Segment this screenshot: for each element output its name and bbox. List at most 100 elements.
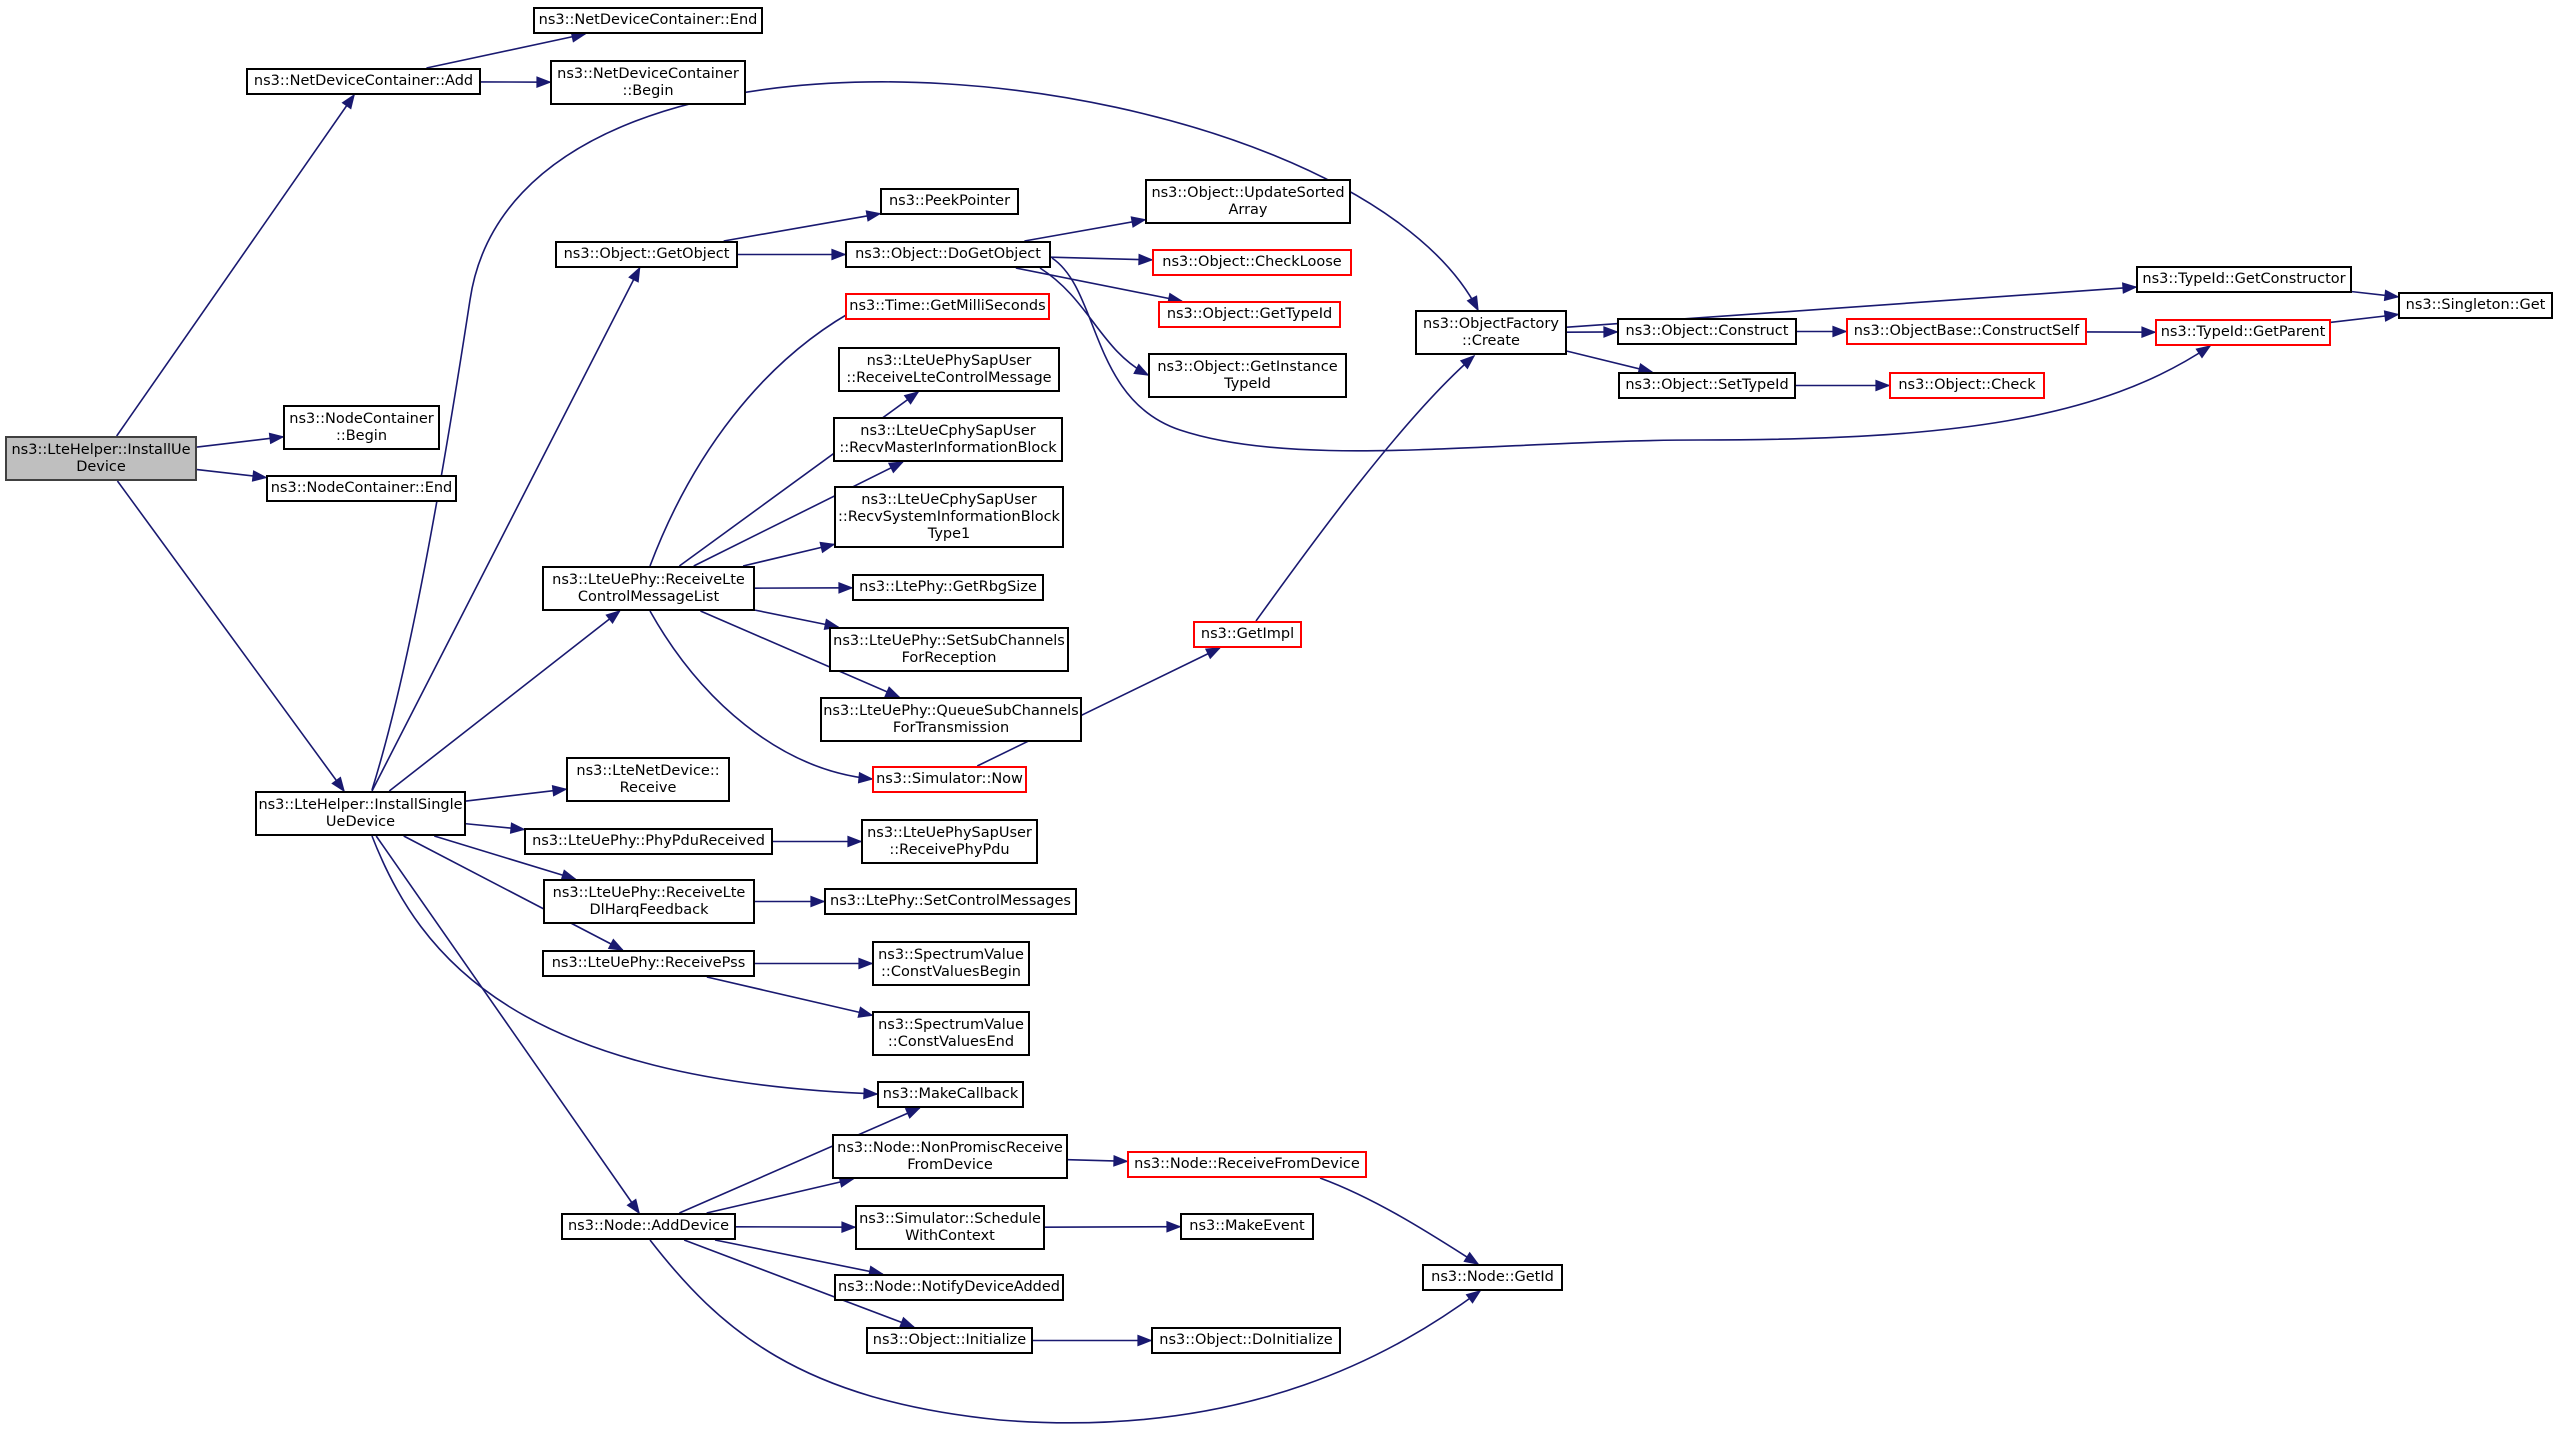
- node-get-parent[interactable]: ns3::TypeId::GetParent: [2155, 319, 2331, 346]
- node-set-sub-rx[interactable]: ns3::LteUePhy::SetSubChannels ForRecepti…: [829, 627, 1069, 672]
- node-obj-initialize[interactable]: ns3::Object::Initialize: [866, 1327, 1033, 1354]
- edge-obj-factory-create-to-set-type-id: [1566, 350, 1653, 373]
- edge-install-single-to-lte-net-recv: [465, 788, 567, 802]
- node-rbg-size[interactable]: ns3::LtePhy::GetRbgSize: [852, 574, 1044, 601]
- node-obj-base-construct-self[interactable]: ns3::ObjectBase::ConstructSelf: [1846, 318, 2087, 345]
- edge-install-single-to-obj-factory-create: [371, 81, 1479, 791]
- node-const-values-begin[interactable]: ns3::SpectrumValue ::ConstValuesBegin: [872, 941, 1030, 986]
- edge-recv-ctrl-list-to-recv-sib-arrowhead: [819, 541, 836, 554]
- node-ndc-begin[interactable]: ns3::NetDeviceContainer ::Begin: [550, 60, 746, 105]
- node-non-promisc[interactable]: ns3::Node::NonPromiscReceive FromDevice: [832, 1134, 1068, 1179]
- node-make-callback[interactable]: ns3::MakeCallback: [877, 1081, 1024, 1108]
- node-nc-end[interactable]: ns3::NodeContainer::End: [266, 475, 457, 502]
- node-schedule-with-ctx[interactable]: ns3::Simulator::Schedule WithContext: [855, 1205, 1045, 1250]
- edge-obj-base-construct-self-to-get-parent-arrowhead: [2141, 326, 2157, 339]
- edge-get-impl-to-obj-factory-create: [1255, 355, 1475, 622]
- edge-get-object-to-peek-pointer-arrowhead: [865, 210, 882, 222]
- node-do-get-object[interactable]: ns3::Object::DoGetObject: [845, 241, 1051, 268]
- node-phy-pdu-received[interactable]: ns3::LteUePhy::PhyPduReceived: [524, 828, 773, 855]
- node-install-ue: ns3::LteHelper::InstallUe Device: [5, 436, 197, 481]
- edge-node-add-device-to-make-callback-arrowhead: [904, 1107, 922, 1119]
- edge-install-ue-to-ndc-add-arrowhead: [341, 93, 356, 110]
- node-receive-from-device[interactable]: ns3::Node::ReceiveFromDevice: [1127, 1151, 1367, 1178]
- edge-schedule-with-ctx-to-make-event-arrowhead: [1166, 1220, 1182, 1233]
- edge-install-ue-to-nc-begin-arrowhead: [268, 432, 285, 445]
- node-receive-pss[interactable]: ns3::LteUePhy::ReceivePss: [542, 950, 755, 977]
- edge-do-get-object-to-get-parent-arrowhead: [2195, 345, 2212, 359]
- node-get-instance-type-id[interactable]: ns3::Object::GetInstance TypeId: [1148, 353, 1347, 398]
- edge-install-single-to-lte-net-recv-arrowhead: [551, 784, 568, 797]
- node-get-object[interactable]: ns3::Object::GetObject: [555, 241, 738, 268]
- edge-get-object-to-do-get-object-arrowhead: [831, 248, 847, 261]
- edge-sim-now-to-get-impl: [976, 647, 1221, 767]
- node-obj-check[interactable]: ns3::Object::Check: [1889, 372, 2045, 399]
- edge-node-add-device-to-schedule-with-ctx-arrowhead: [841, 1221, 857, 1234]
- node-sim-now[interactable]: ns3::Simulator::Now: [872, 766, 1027, 793]
- edge-do-get-object-to-get-type-id: [1015, 267, 1182, 302]
- edge-install-ue-to-nc-begin: [196, 436, 284, 448]
- node-recv-dl-harq[interactable]: ns3::LteUePhy::ReceiveLte DlHarqFeedback: [543, 879, 755, 924]
- edge-install-single-to-obj-factory-create-arrowhead: [1466, 295, 1479, 312]
- edge-recv-ctrl-list-to-get-milli: [649, 305, 863, 567]
- node-node-add-device[interactable]: ns3::Node::AddDevice: [561, 1213, 736, 1240]
- edge-phy-pdu-received-to-recv-phy-pdu-arrowhead: [847, 835, 863, 848]
- node-update-sorted[interactable]: ns3::Object::UpdateSorted Array: [1145, 179, 1351, 224]
- edge-recv-ctrl-list-to-recv-mib-arrowhead: [887, 461, 905, 474]
- node-peek-pointer[interactable]: ns3::PeekPointer: [880, 188, 1019, 215]
- node-ndc-end[interactable]: ns3::NetDeviceContainer::End: [533, 7, 763, 34]
- node-recv-sib[interactable]: ns3::LteUeCphySapUser ::RecvSystemInform…: [834, 486, 1064, 548]
- edge-install-ue-to-install-single: [116, 480, 345, 792]
- node-lte-net-recv[interactable]: ns3::LteNetDevice:: Receive: [566, 757, 730, 802]
- node-check-loose[interactable]: ns3::Object::CheckLoose: [1152, 249, 1352, 276]
- edge-ndc-add-to-ndc-end: [426, 33, 586, 69]
- edge-node-add-device-to-obj-initialize: [683, 1239, 915, 1328]
- edge-install-single-to-make-callback-arrowhead: [863, 1087, 879, 1100]
- edge-do-get-object-to-get-instance-type-id: [1039, 267, 1149, 376]
- edge-sim-now-to-get-impl-arrowhead: [1204, 647, 1222, 660]
- node-obj-factory-create[interactable]: ns3::ObjectFactory ::Create: [1415, 310, 1567, 355]
- node-obj-construct[interactable]: ns3::Object::Construct: [1617, 318, 1797, 345]
- edge-receive-from-device-to-node-get-id: [1319, 1177, 1479, 1265]
- edge-receive-from-device-to-node-get-id-arrowhead: [1463, 1251, 1480, 1265]
- node-get-milli[interactable]: ns3::Time::GetMilliSeconds: [845, 293, 1050, 320]
- node-recv-lte-ctrl[interactable]: ns3::LteUePhySapUser ::ReceiveLteControl…: [838, 347, 1060, 392]
- node-set-type-id[interactable]: ns3::Object::SetTypeId: [1618, 372, 1796, 399]
- edge-recv-ctrl-list-to-set-sub-rx: [754, 609, 839, 628]
- node-recv-mib[interactable]: ns3::LteUeCphySapUser ::RecvMasterInform…: [833, 417, 1063, 462]
- node-make-event[interactable]: ns3::MakeEvent: [1180, 1213, 1314, 1240]
- edge-set-type-id-to-obj-check-arrowhead: [1875, 379, 1891, 392]
- node-set-ctrl-msgs[interactable]: ns3::LtePhy::SetControlMessages: [824, 888, 1077, 915]
- edge-install-single-to-make-callback: [371, 835, 878, 1095]
- edge-do-get-object-to-update-sorted-arrowhead: [1130, 216, 1147, 228]
- node-recv-phy-pdu[interactable]: ns3::LteUePhySapUser ::ReceivePhyPdu: [861, 819, 1038, 864]
- node-get-constructor[interactable]: ns3::TypeId::GetConstructor: [2136, 266, 2352, 293]
- node-install-single[interactable]: ns3::LteHelper::InstallSingle UeDevice: [255, 791, 466, 836]
- node-recv-ctrl-list[interactable]: ns3::LteUePhy::ReceiveLte ControlMessage…: [542, 566, 755, 611]
- edge-install-ue-to-install-single-arrowhead: [331, 776, 346, 793]
- node-const-values-end[interactable]: ns3::SpectrumValue ::ConstValuesEnd: [872, 1011, 1030, 1056]
- edge-obj-initialize-to-obj-do-initialize-arrowhead: [1137, 1334, 1153, 1347]
- edge-node-add-device-to-node-get-id: [649, 1239, 1481, 1424]
- node-obj-do-initialize[interactable]: ns3::Object::DoInitialize: [1151, 1327, 1341, 1354]
- edge-obj-factory-create-to-get-constructor-arrowhead: [2122, 282, 2138, 294]
- edge-install-single-to-recv-ctrl-list-arrowhead: [605, 609, 622, 625]
- node-node-get-id[interactable]: ns3::Node::GetId: [1422, 1264, 1563, 1291]
- edge-recv-ctrl-list-to-sim-now-arrowhead: [857, 771, 874, 784]
- node-get-type-id[interactable]: ns3::Object::GetTypeId: [1158, 301, 1341, 328]
- edge-obj-factory-create-to-obj-construct-arrowhead: [1603, 326, 1619, 338]
- edge-get-impl-to-obj-factory-create-arrowhead: [1459, 354, 1476, 370]
- edge-get-parent-to-singleton-get-arrowhead: [2383, 310, 2400, 322]
- edge-recv-ctrl-list-to-recv-lte-ctrl-arrowhead: [903, 391, 920, 405]
- node-singleton-get[interactable]: ns3::Singleton::Get: [2398, 292, 2553, 319]
- node-notify-device-added[interactable]: ns3::Node::NotifyDeviceAdded: [834, 1274, 1064, 1301]
- edge-install-single-to-receive-pss: [403, 835, 623, 951]
- edge-ndc-add-to-ndc-begin-arrowhead: [536, 76, 552, 88]
- node-get-impl[interactable]: ns3::GetImpl: [1193, 621, 1302, 648]
- node-nc-begin[interactable]: ns3::NodeContainer ::Begin: [283, 405, 440, 450]
- node-ndc-add[interactable]: ns3::NetDeviceContainer::Add: [246, 68, 481, 95]
- edge-do-get-object-to-check-loose: [1050, 256, 1153, 261]
- node-queue-sub-tx[interactable]: ns3::LteUePhy::QueueSubChannels ForTrans…: [820, 697, 1082, 742]
- edge-recv-ctrl-list-to-queue-sub-tx: [700, 610, 900, 698]
- edge-install-single-to-get-object: [371, 267, 641, 792]
